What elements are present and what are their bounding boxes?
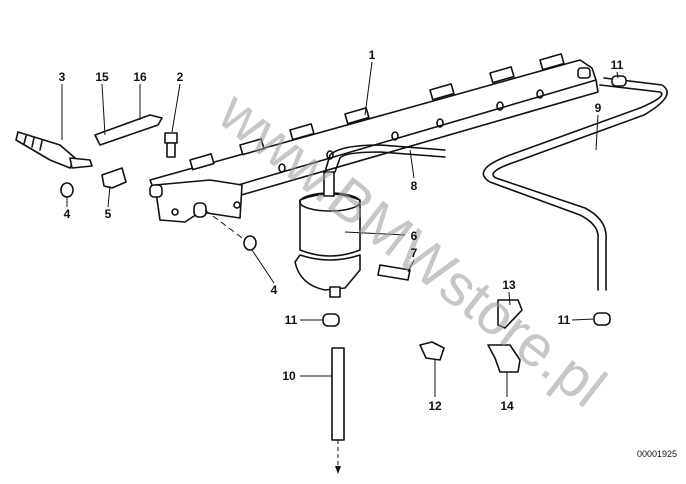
part-label-3: 3 (59, 70, 66, 84)
bracket (487, 344, 521, 373)
hose (324, 144, 446, 173)
hose-clamp (593, 312, 611, 326)
hose (331, 347, 345, 441)
part-label-4: 4 (271, 283, 278, 297)
part-label-4: 4 (64, 207, 71, 221)
injector (15, 131, 93, 169)
part-label-13: 13 (502, 278, 516, 292)
washer (243, 235, 257, 251)
part-label-7: 7 (411, 246, 418, 260)
hose-clamp (322, 313, 340, 327)
return-hose-edge (492, 77, 668, 291)
hose-clamp (611, 75, 627, 87)
part-label-8: 8 (411, 179, 418, 193)
pressure-regulator (294, 171, 361, 298)
hose-edge (334, 151, 446, 173)
part-label-6: 6 (411, 229, 418, 243)
part-label-12: 12 (428, 399, 442, 413)
part-label-16: 16 (133, 70, 147, 84)
part-label-11: 11 (285, 313, 298, 327)
washer (60, 182, 74, 198)
bolt (377, 264, 411, 281)
part-label-1: 1 (369, 48, 376, 62)
bolt (164, 132, 178, 158)
part-label-15: 15 (95, 70, 109, 84)
return-hose (482, 84, 663, 291)
part-label-14: 14 (500, 399, 514, 413)
part-label-5: 5 (105, 207, 112, 221)
part-label-2: 2 (177, 70, 184, 84)
diagram-code: 00001925 (637, 449, 677, 459)
sensor-part (94, 114, 163, 146)
fuel-rail (149, 53, 599, 223)
part-label-9: 9 (595, 101, 602, 115)
part-label-10: 10 (282, 369, 296, 383)
part-label-11: 11 (611, 58, 624, 72)
bracket (497, 299, 523, 329)
clip (101, 167, 127, 189)
grommet (419, 341, 445, 361)
part-label-11: 11 (558, 313, 571, 327)
